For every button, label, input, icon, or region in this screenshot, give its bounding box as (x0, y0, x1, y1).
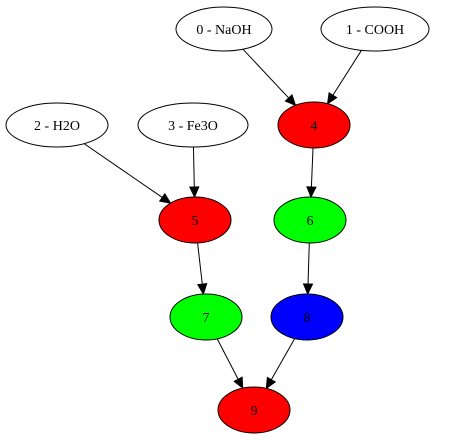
node-label: 0 - NaOH (196, 23, 251, 38)
node-ellipse (277, 101, 351, 149)
node-n3: 3 - Fe3O (137, 102, 249, 148)
node-ellipse (217, 386, 291, 434)
node-label: 9 (251, 404, 258, 419)
node-n7: 7 (169, 293, 243, 341)
node-ellipse (273, 196, 347, 244)
edge-n2-to-n5 (83, 143, 172, 204)
edge-n4-to-n6 (306, 147, 317, 199)
edge-line (83, 143, 163, 198)
edge-line (307, 242, 310, 285)
node-n2: 2 - H2O (5, 102, 109, 148)
arrow-head-icon (189, 186, 200, 199)
node-n6: 6 (273, 196, 347, 244)
edge-n5-to-n7 (196, 242, 208, 296)
edge-line (216, 338, 239, 380)
node-ellipse (5, 102, 109, 148)
edge-line (332, 50, 362, 96)
node-n4: 4 (277, 101, 351, 149)
node-ellipse (175, 6, 273, 52)
node-n5: 5 (158, 196, 232, 244)
edges-layer (83, 48, 362, 390)
node-label: 1 - COOH (346, 23, 404, 38)
edge-n8-to-n9 (265, 338, 296, 390)
node-n1: 1 - COOH (320, 6, 430, 52)
node-n9: 9 (217, 386, 291, 434)
arrow-head-icon (306, 186, 317, 199)
node-label: 7 (203, 311, 210, 326)
node-ellipse (320, 6, 430, 52)
arrow-head-icon (302, 283, 314, 296)
node-label: 3 - Fe3O (168, 119, 218, 134)
arrow-head-icon (265, 376, 277, 390)
edge-n7-to-n9 (216, 338, 244, 390)
node-label: 5 (192, 214, 199, 229)
node-ellipse (169, 293, 243, 341)
edge-n0-to-n4 (242, 48, 297, 107)
edge-n3-to-n5 (189, 146, 200, 199)
edge-line (310, 147, 314, 188)
arrow-head-icon (326, 92, 338, 105)
node-n0: 0 - NaOH (175, 6, 273, 52)
node-ellipse (158, 196, 232, 244)
arrow-head-icon (233, 376, 244, 390)
node-n8: 8 (270, 293, 344, 341)
node-label: 2 - H2O (34, 119, 80, 134)
edge-n6-to-n8 (302, 242, 314, 296)
arrow-head-icon (196, 283, 208, 296)
arrow-head-icon (284, 94, 297, 107)
arrow-head-icon (158, 192, 172, 204)
edge-line (242, 48, 290, 99)
nodes-layer: 0 - NaOH 1 - COOH 2 - H2O 3 - Fe3O 4 5 6 7 8 9 (5, 6, 430, 434)
edge-line (192, 146, 195, 188)
edge-line (197, 242, 203, 285)
edge-line (270, 338, 296, 380)
node-label: 8 (304, 311, 311, 326)
node-ellipse (270, 293, 344, 341)
edge-n1-to-n4 (326, 50, 362, 105)
node-label: 4 (311, 119, 318, 134)
node-ellipse (137, 102, 249, 148)
node-label: 6 (307, 214, 314, 229)
